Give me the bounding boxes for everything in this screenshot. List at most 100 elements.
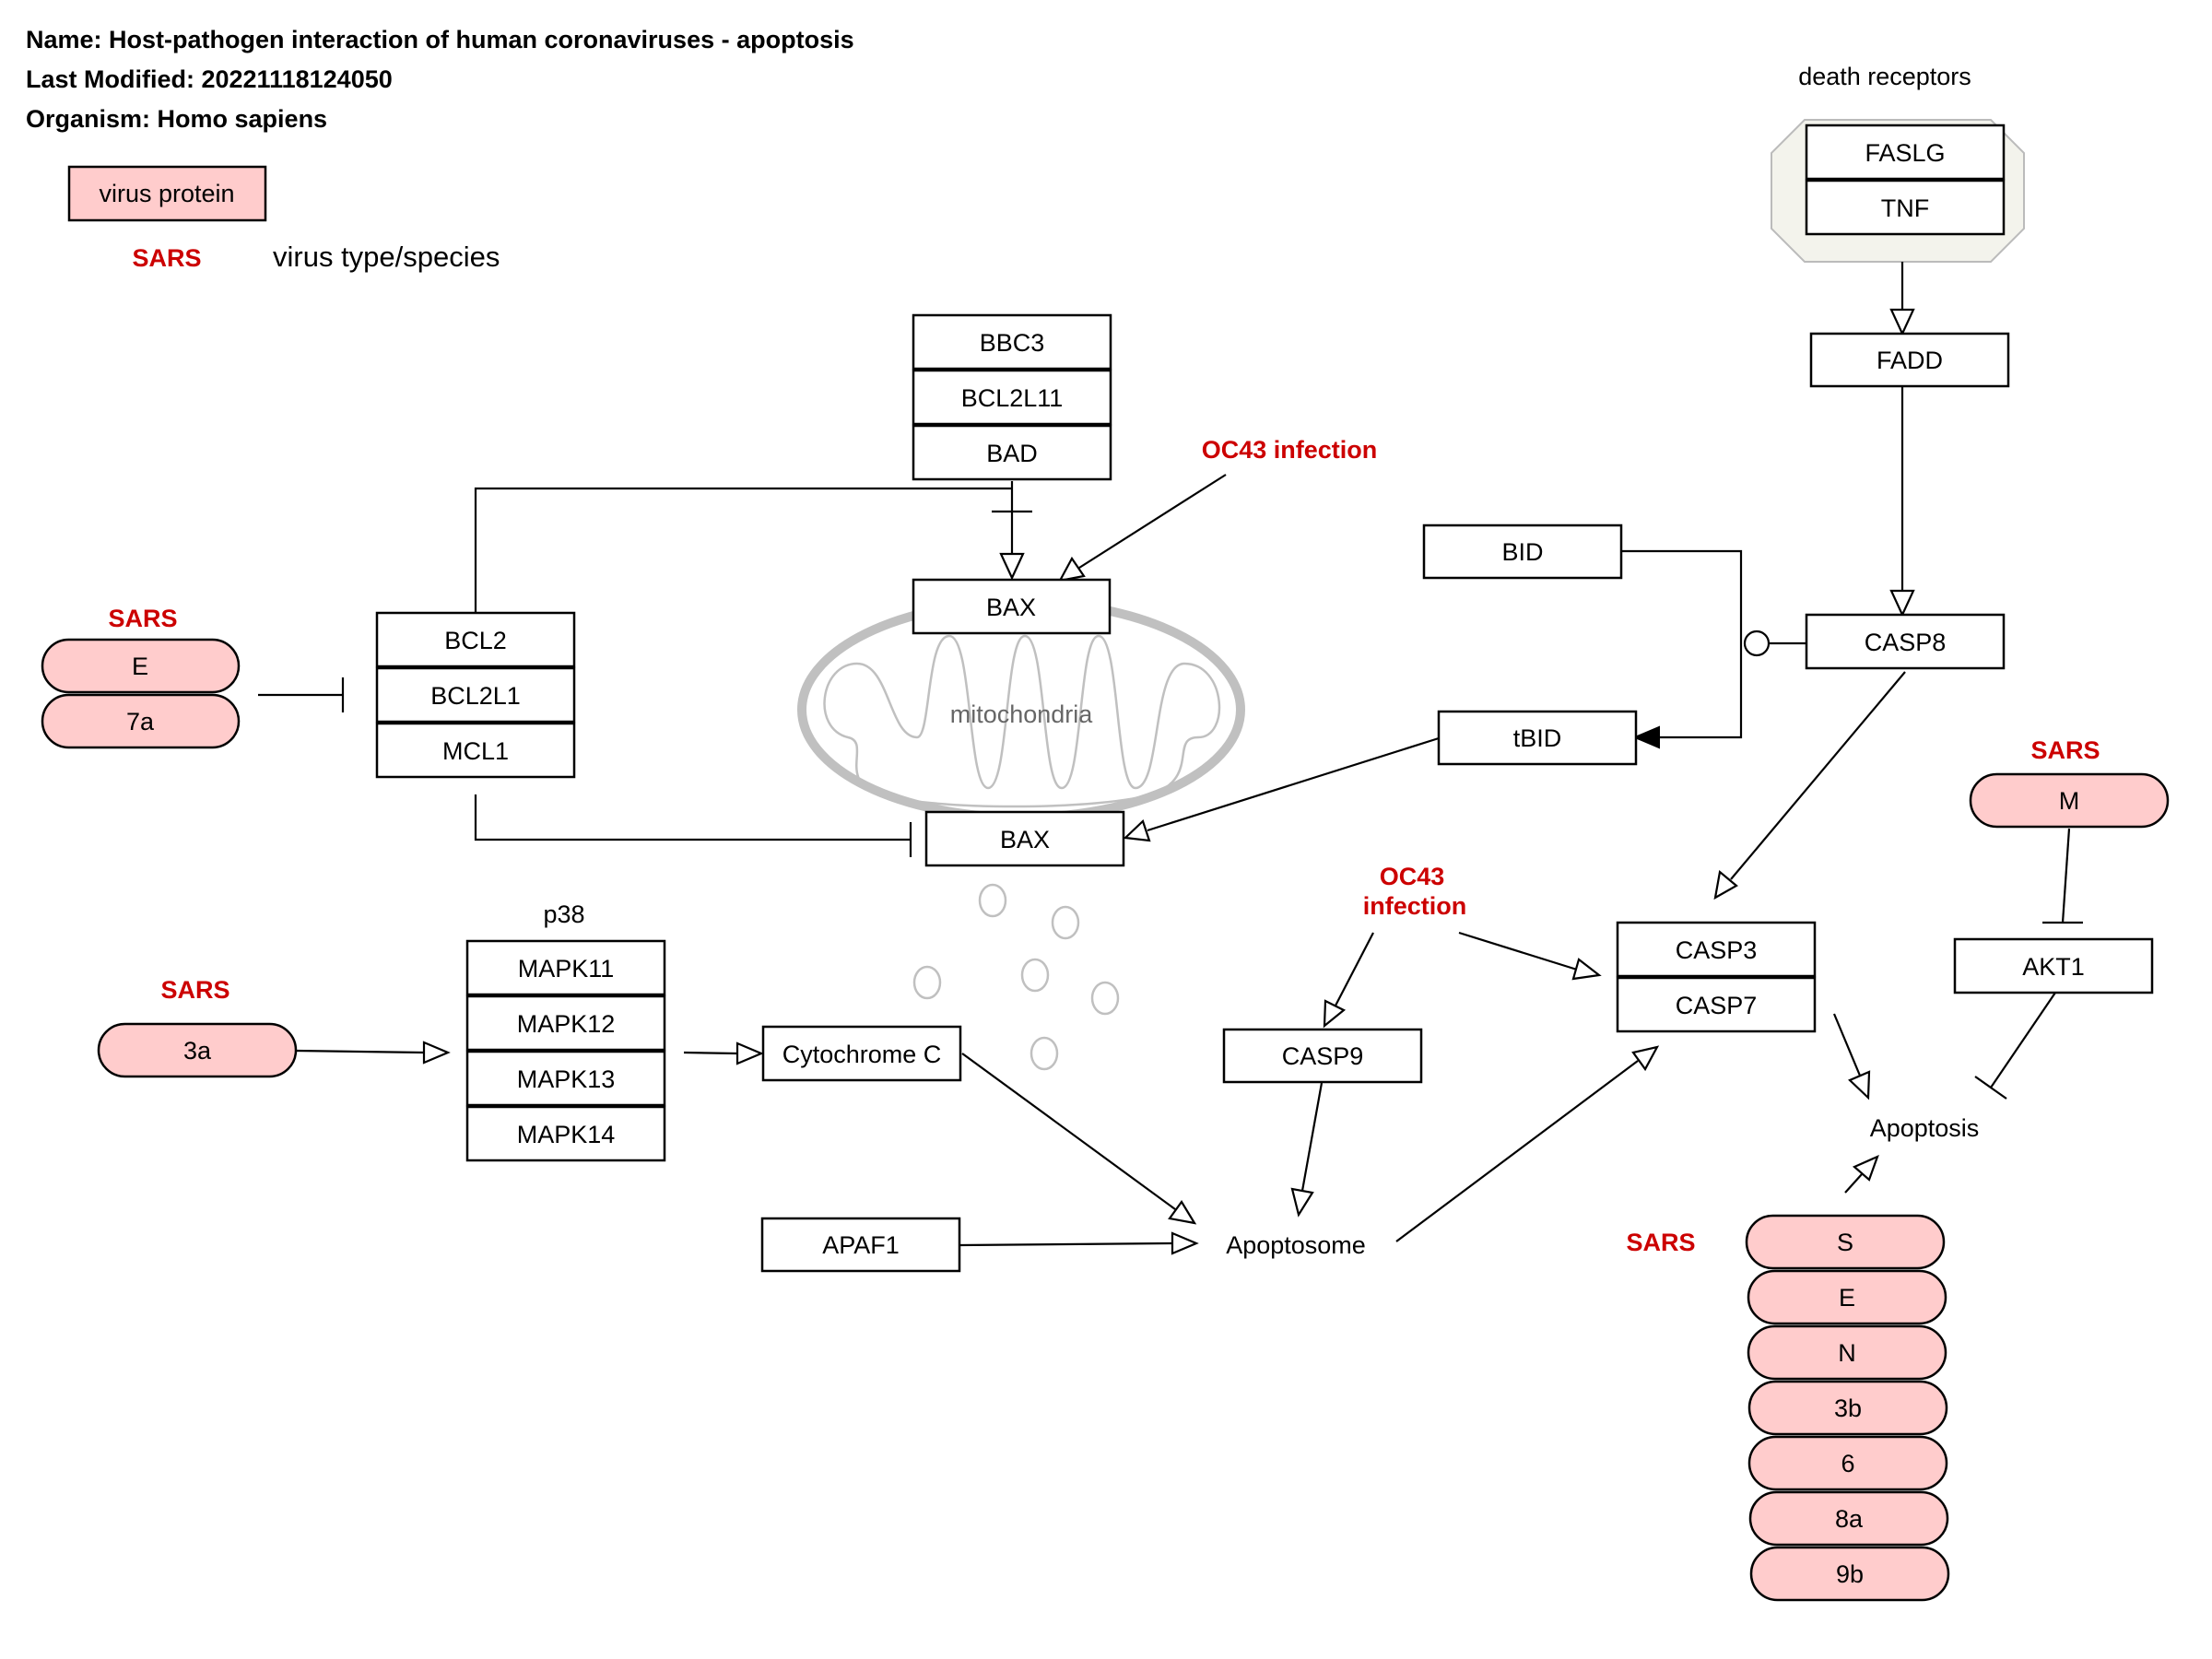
node-fasl[interactable]: FASLG: [1805, 124, 2006, 181]
arrowhead-tbid: [1632, 725, 1660, 749]
node-bax-lower-label: BAX: [1000, 826, 1050, 853]
virus-protein-9b[interactable]: 9b: [1749, 1546, 1950, 1602]
virus-protein-8a-label: 8a: [1835, 1505, 1864, 1533]
edge-oc43-bax: [1078, 474, 1227, 569]
node-bcl2l1[interactable]: BCL2L1: [375, 666, 576, 724]
arrowhead-casp8: [1889, 589, 1915, 618]
node-bbc3[interactable]: BBC3: [912, 313, 1112, 371]
edge-m-akt1: [2061, 828, 2071, 924]
virus-protein-e-lower[interactable]: E: [1747, 1269, 1947, 1325]
mitochondria-label: mitochondria: [950, 700, 1094, 728]
virus-protein-3a-label: 3a: [183, 1037, 212, 1065]
node-mapk12[interactable]: MAPK12: [465, 994, 666, 1052]
virus-protein-e-upper[interactable]: E: [41, 638, 241, 694]
sars-label-e7a: SARS: [108, 605, 177, 632]
node-mapk13[interactable]: MAPK13: [465, 1050, 666, 1107]
node-bid-label: BID: [1501, 538, 1543, 566]
legend: virus protein SARS virus type/species: [67, 165, 500, 273]
node-fadd[interactable]: FADD: [1809, 332, 2010, 388]
virus-protein-6[interactable]: 6: [1747, 1435, 1948, 1491]
death-receptors-label: death receptors: [1798, 63, 1971, 90]
cytochrome-release-circles: [912, 883, 1120, 1071]
node-apaf1[interactable]: APAF1: [760, 1217, 961, 1273]
last-modified: Last Modified: 20221118124050: [26, 65, 393, 93]
node-bax-upper-label: BAX: [986, 594, 1036, 621]
node-mapk11[interactable]: MAPK11: [465, 939, 666, 996]
virus-protein-8a[interactable]: 8a: [1748, 1490, 1949, 1547]
edge-apoptosome-casp3: [1395, 1060, 1639, 1242]
arrowhead-casp9: [1323, 999, 1347, 1029]
edge-cytc-apoptosome: [961, 1053, 1176, 1210]
node-tbid[interactable]: tBID: [1437, 710, 1638, 766]
edge-apaf1-apoptosome: [959, 1241, 1173, 1247]
edge-oc43-casp3: [1458, 931, 1578, 971]
legend-virus-protein-swatch: [67, 165, 267, 222]
node-bax-upper[interactable]: BAX: [912, 578, 1112, 635]
arrowhead-apoptosis-b: [1852, 1154, 1879, 1182]
edge-casp9-apoptosome: [1300, 1082, 1324, 1192]
edges: [258, 262, 2083, 1255]
node-casp8-label: CASP8: [1865, 629, 1947, 656]
edge-casp8-casp3: [1730, 671, 1906, 880]
oc43-label-line2: infection: [1363, 892, 1467, 920]
edge-akt1-apoptosis: [1990, 992, 2056, 1088]
virus-protein-m[interactable]: M: [1969, 772, 2170, 829]
apoptosome-label: Apoptosome: [1226, 1231, 1366, 1259]
node-bcl2[interactable]: BCL2: [375, 611, 576, 668]
node-akt1[interactable]: AKT1: [1953, 937, 2154, 994]
virus-protein-n[interactable]: N: [1747, 1324, 1947, 1381]
node-mcl1[interactable]: MCL1: [375, 722, 576, 779]
node-bbc3-label: BBC3: [980, 329, 1045, 357]
arrowhead-fadd: [1889, 308, 1915, 336]
sars-label-group: SARS: [1626, 1229, 1695, 1256]
node-bcl2-label: BCL2: [444, 627, 507, 654]
virus-protein-7a[interactable]: 7a: [41, 693, 241, 749]
organism: Organism: Homo sapiens: [26, 105, 327, 133]
oc43-infection-label-upper: OC43 infection: [1202, 436, 1378, 464]
node-akt1-label: AKT1: [2022, 953, 2085, 981]
arrowhead-casp3-b: [1571, 958, 1602, 981]
virus-protein-3a[interactable]: 3a: [97, 1022, 298, 1078]
edge-sars-apoptosis: [1844, 1173, 1863, 1194]
edge-bcl2-bax-lower: [474, 794, 911, 841]
sars-label-3a: SARS: [160, 976, 229, 1004]
node-mapk11-label: MAPK11: [518, 955, 615, 982]
virus-protein-6-label: 6: [1841, 1450, 1854, 1477]
node-mcl1-label: MCL1: [442, 737, 509, 765]
node-cytochrome-c-label: Cytochrome C: [782, 1041, 942, 1068]
virus-protein-s-label: S: [1837, 1229, 1853, 1256]
node-bcl2l11[interactable]: BCL2L11: [912, 369, 1112, 426]
sars-label-m: SARS: [2030, 736, 2100, 764]
arrowhead-apoptosome-a: [1168, 1200, 1197, 1225]
node-casp7[interactable]: CASP7: [1616, 976, 1817, 1033]
node-casp3[interactable]: CASP3: [1616, 921, 1817, 978]
virus-protein-3b[interactable]: 3b: [1747, 1380, 1948, 1436]
virus-protein-s[interactable]: S: [1745, 1214, 1946, 1270]
virus-protein-9b-label: 9b: [1836, 1560, 1864, 1588]
legend-virus-protein-label: virus protein: [99, 180, 234, 207]
node-apaf1-label: APAF1: [822, 1231, 900, 1259]
arrowhead-bax-upper-b: [1057, 556, 1086, 582]
node-bid[interactable]: BID: [1422, 524, 1623, 580]
apoptosis-label: Apoptosis: [1870, 1114, 1980, 1142]
mitochondrion-shape: mitochondria: [797, 597, 1245, 822]
arrowhead-apoptosome-c: [1290, 1187, 1314, 1218]
node-bax-lower[interactable]: BAX: [924, 810, 1125, 867]
node-casp8[interactable]: CASP8: [1805, 613, 2006, 670]
arrowhead-cytc: [735, 1041, 764, 1065]
node-mapk14-label: MAPK14: [517, 1121, 616, 1148]
node-cytochrome-c[interactable]: Cytochrome C: [761, 1025, 962, 1082]
node-tnf[interactable]: TNF: [1805, 179, 2006, 236]
virus-protein-3b-label: 3b: [1834, 1394, 1862, 1422]
node-bad[interactable]: BAD: [912, 424, 1112, 481]
virus-protein-n-label: N: [1838, 1339, 1856, 1367]
node-casp3-label: CASP3: [1676, 936, 1758, 964]
node-mapk14[interactable]: MAPK14: [465, 1105, 666, 1162]
oc43-label-line1: OC43: [1380, 863, 1445, 890]
node-casp9[interactable]: CASP9: [1222, 1028, 1423, 1084]
edge-oc43-casp9: [1334, 932, 1374, 1008]
p38-label: p38: [543, 900, 584, 928]
edge-casp3-apoptosis: [1832, 1013, 1862, 1077]
virus-protein-e-lower-label: E: [1839, 1284, 1855, 1312]
